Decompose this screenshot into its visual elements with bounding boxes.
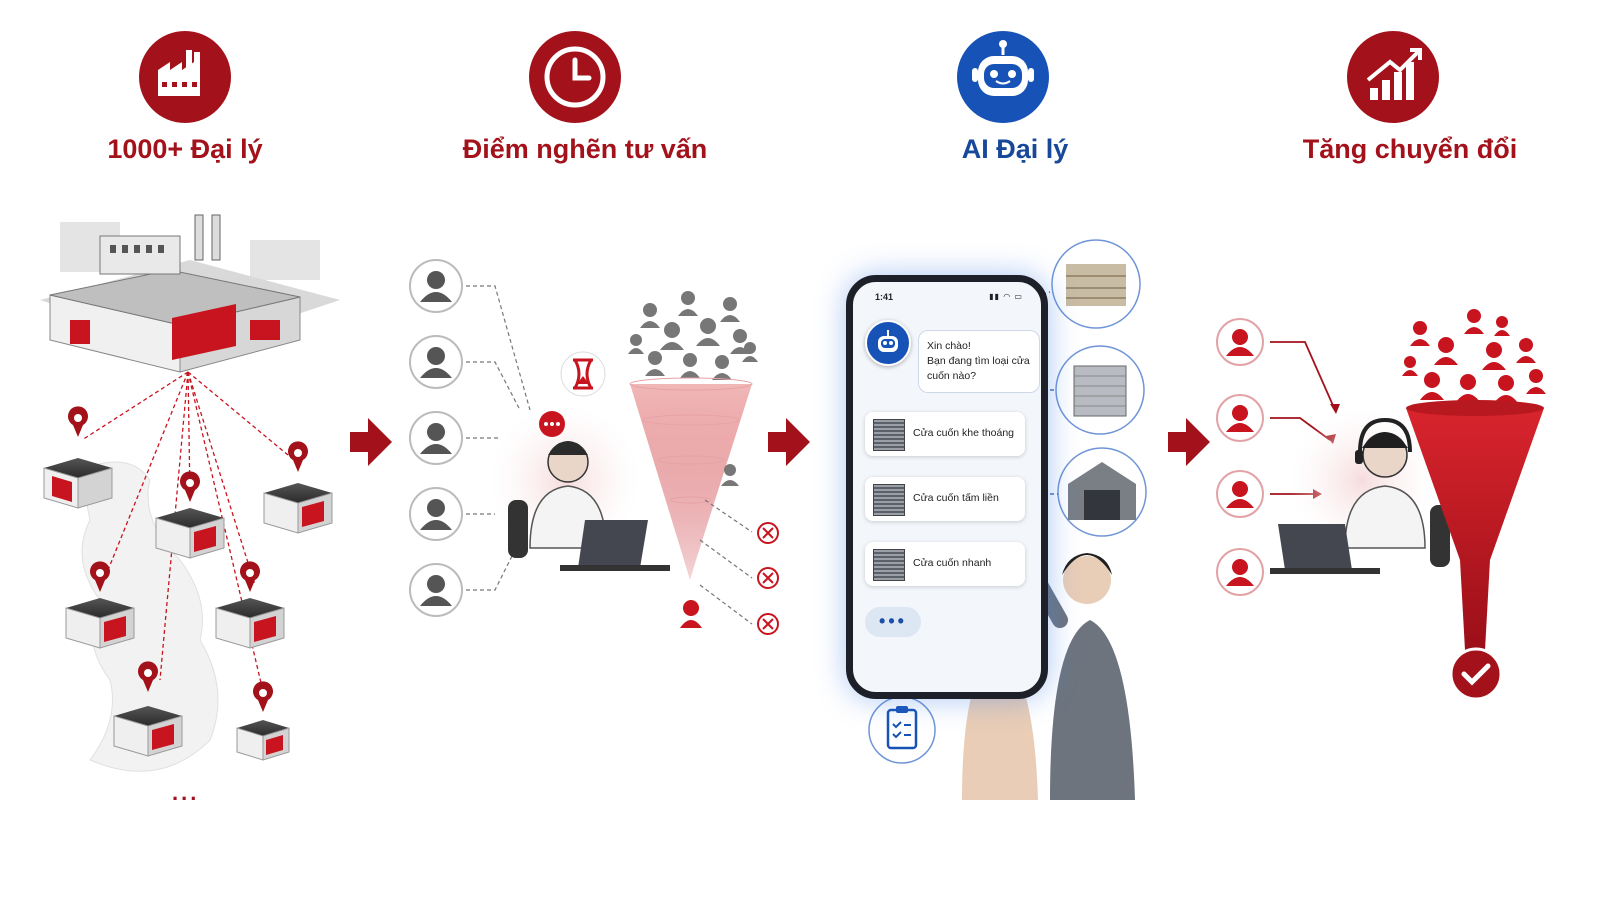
factory-illustration bbox=[40, 215, 340, 372]
phone-mockup: 1:41 ▮▮ ◠ ▭ Xin chào! Bạn đang tìm loại … bbox=[846, 275, 1048, 699]
chat-bubble-icon bbox=[539, 411, 565, 437]
more-dealers-ellipsis: ... bbox=[172, 780, 199, 806]
factory-icon bbox=[139, 31, 231, 123]
product-thumb bbox=[873, 419, 905, 451]
rejected-icons bbox=[758, 523, 778, 634]
option-khe-thoang[interactable]: Cửa cuốn khe thoáng bbox=[865, 412, 1025, 456]
option-label: Cửa cuốn tấm liền bbox=[913, 492, 999, 504]
product-thumbnails bbox=[1052, 240, 1146, 536]
step-title-conversion: Tăng chuyển đổi bbox=[1280, 134, 1540, 165]
step-title-bottleneck: Điểm nghẽn tư vấn bbox=[440, 134, 730, 165]
check-icon bbox=[1451, 649, 1501, 699]
customer-avatars-right bbox=[1217, 319, 1263, 595]
step-title-ai-dealer: AI Đại lý bbox=[900, 134, 1130, 165]
status-time: 1:41 bbox=[875, 292, 893, 302]
option-tam-lien[interactable]: Cửa cuốn tấm liền bbox=[865, 477, 1025, 521]
bot-avatar-icon bbox=[865, 320, 911, 366]
typing-indicator: ••• bbox=[865, 607, 921, 637]
clock-icon bbox=[529, 31, 621, 123]
robot-icon bbox=[957, 31, 1049, 123]
bot-greeting-bubble: Xin chào! Bạn đang tìm loại cửa cuốn nào… bbox=[918, 330, 1040, 393]
option-label: Cửa cuốn khe thoáng bbox=[913, 427, 1014, 439]
step-title-dealers: 1000+ Đại lý bbox=[60, 134, 310, 165]
crowd-icons-top bbox=[628, 291, 758, 380]
converted-customer-icon bbox=[680, 600, 702, 628]
crowd-icons-right bbox=[1402, 309, 1546, 403]
option-label: Cửa cuốn nhanh bbox=[913, 557, 991, 569]
option-cuon-nhanh[interactable]: Cửa cuốn nhanh bbox=[865, 542, 1025, 586]
hourglass-icon bbox=[561, 352, 605, 396]
growth-chart-icon bbox=[1347, 31, 1439, 123]
status-icons: ▮▮ ◠ ▭ bbox=[989, 292, 1023, 301]
customer-avatars-left bbox=[410, 260, 462, 616]
funnel-conversion bbox=[1406, 408, 1544, 650]
product-thumb bbox=[873, 549, 905, 581]
product-thumb bbox=[873, 484, 905, 516]
clipboard-icon bbox=[869, 697, 935, 763]
